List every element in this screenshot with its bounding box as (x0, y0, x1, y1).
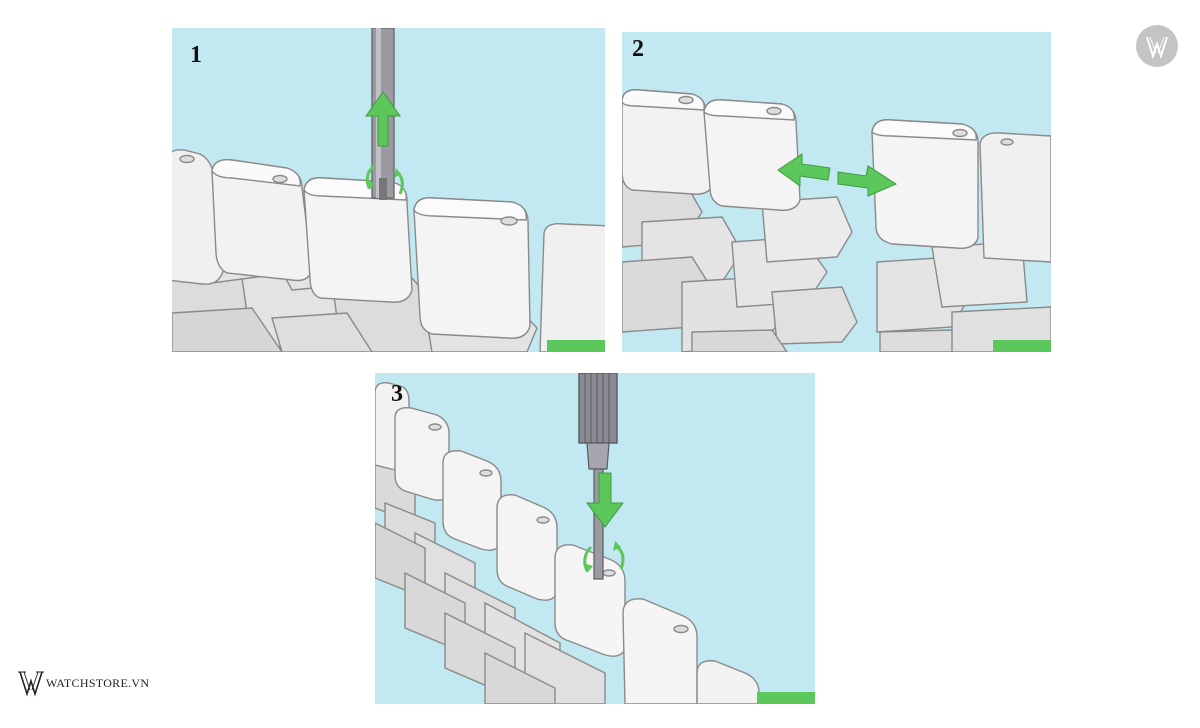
step-1-green-tab (547, 340, 605, 352)
step-3-number: 3 (391, 381, 403, 407)
w-monogram-icon (1136, 25, 1178, 67)
step-2-green-tab (993, 340, 1051, 352)
step-2-illustration (622, 89, 1051, 352)
brand-watermark: WATCHSTORE.VN (18, 668, 149, 698)
w-logo-icon (18, 671, 44, 697)
brand-name: WATCHSTORE.VN (46, 675, 150, 690)
step-2-number: 2 (632, 36, 644, 62)
step-3-green-tab (757, 692, 815, 704)
step-2-panel: 2 (622, 32, 1051, 352)
step-3-illustration (375, 373, 760, 704)
step-1-illustration (172, 28, 605, 352)
step-1-panel: 1 (172, 28, 605, 352)
step-3-panel: 3 (375, 373, 815, 704)
step-1-number: 1 (190, 42, 202, 68)
